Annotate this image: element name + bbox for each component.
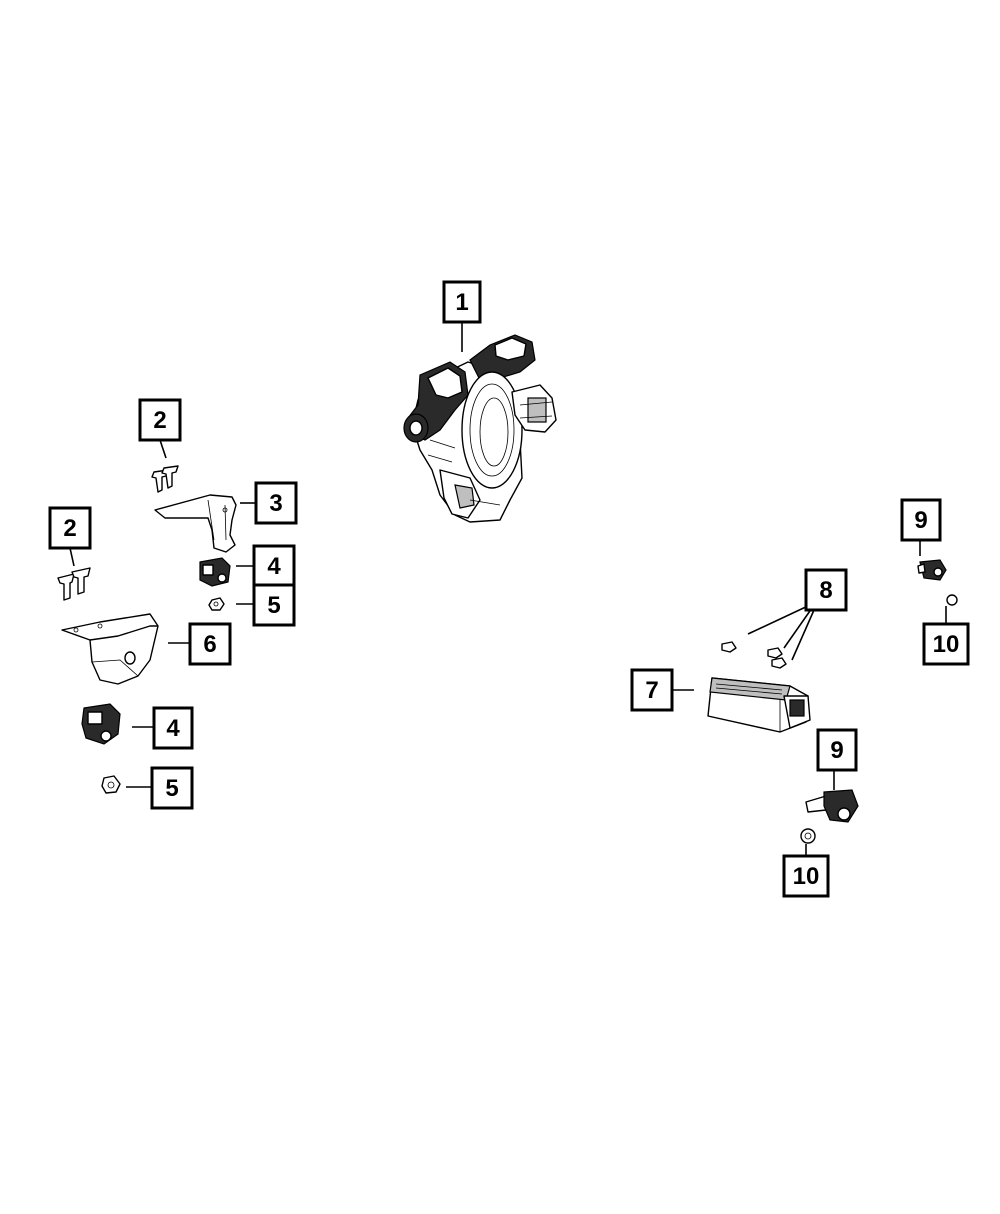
callout-10a: 10 [922,622,970,666]
callout-3-label: 3 [269,490,282,517]
callout-5b-label: 5 [165,775,178,802]
callout-1-label: 1 [455,289,468,316]
callout-9a: 9 [900,498,942,542]
callout-7: 7 [630,668,674,712]
part-8-nuts [721,641,787,669]
part-9-sensor-lower [805,789,859,823]
callout-4a: 4 [252,544,296,588]
callout-4b: 4 [152,706,194,750]
part-4-impact-sensor-upper [199,557,231,587]
callout-6: 6 [188,622,232,666]
part-10-nut-lower [800,828,816,844]
callout-9b: 9 [816,728,858,772]
callout-2a-label: 2 [153,407,166,434]
callout-6-label: 6 [203,631,216,658]
callout-2b: 2 [48,506,92,550]
leader-2a [159,439,167,459]
part-6-lower-bracket [61,613,159,685]
part-5-nut-upper [208,597,225,611]
callout-8: 8 [804,568,848,612]
callout-2b-label: 2 [63,515,76,542]
part-2-push-pins-lower [57,567,91,601]
callout-7-label: 7 [645,677,658,704]
callout-5b: 5 [150,766,194,810]
callout-4a-label: 4 [267,553,281,580]
part-10-nut-upper [946,594,958,606]
callout-2a: 2 [138,398,182,442]
callout-9a-label: 9 [914,507,927,534]
part-4-impact-sensor-lower [81,703,121,745]
part-9-sensor-upper [917,559,947,581]
part-1-clockspring-assembly [403,334,557,523]
leader-2b [69,547,75,567]
callout-10b-label: 10 [793,863,820,890]
callout-8-label: 8 [819,577,832,604]
part-2-push-pins-upper [151,465,179,493]
part-3-upper-bracket [154,494,237,553]
callout-9b-label: 9 [830,737,843,764]
callout-1: 1 [442,280,482,324]
callout-5a: 5 [252,583,296,627]
callout-10a-label: 10 [933,631,960,658]
callout-5a-label: 5 [267,592,280,619]
callout-4b-label: 4 [166,715,180,742]
leader-8 [747,604,815,661]
callout-3: 3 [254,481,298,525]
part-7-control-module [707,677,811,733]
part-5-nut-lower [101,775,121,794]
callout-10b: 10 [782,854,830,898]
